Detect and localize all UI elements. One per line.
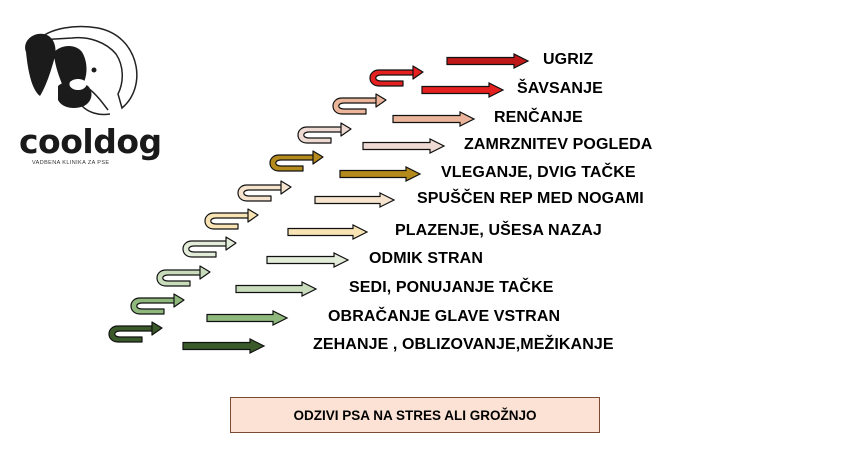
step-label-2: OBRAČANJE GLAVE VSTRAN	[328, 308, 561, 325]
step-arrow-icon-5	[287, 224, 369, 240]
step-label-3: SEDI, PONUJANJE TAČKE	[349, 279, 554, 296]
step-label-10: ŠAVSANJE	[517, 80, 603, 97]
diagram-caption: ODZIVI PSA NA STRES ALI GROŽNJO	[230, 397, 600, 433]
step-label-6: SPUŠČEN REP MED NOGAMI	[417, 190, 644, 207]
step-arrow-icon-7	[339, 166, 422, 182]
step-arrow-icon-11	[446, 53, 530, 69]
step-label-5: PLAZENJE, UŠESA NAZAJ	[395, 222, 602, 239]
dog-head-icon	[25, 25, 138, 116]
step-arrow-icon-9	[392, 111, 476, 127]
curl-arrow-icon-9	[332, 93, 387, 115]
step-label-11: UGRIZ	[543, 51, 594, 68]
brand-tagline: VADBENA KLINIKA ZA PSE	[32, 160, 110, 166]
curl-arrow-icon-5	[204, 208, 259, 230]
step-label-7: VLEGANJE, DVIG TAČKE	[441, 164, 636, 181]
curl-arrow-icon-10	[369, 65, 424, 87]
step-label-1: ZEHANJE , OBLIZOVANJE,MEŽIKANJE	[313, 336, 614, 353]
cooldog-logo: cooldog VADBENA KLINIKA ZA PSE	[12, 22, 162, 172]
brand-name: cooldog	[19, 122, 162, 161]
curl-arrow-icon-1	[108, 321, 163, 343]
curl-arrow-icon-4	[182, 236, 237, 258]
step-label-4: ODMIK STRAN	[369, 250, 483, 267]
curl-arrow-icon-3	[156, 265, 211, 287]
curl-arrow-icon-8	[297, 122, 352, 144]
step-arrow-icon-1	[182, 338, 266, 354]
curl-arrow-icon-7	[269, 150, 324, 172]
step-arrow-icon-2	[206, 310, 289, 326]
step-label-8: ZAMRZNITEV POGLEDA	[464, 136, 653, 153]
step-arrow-icon-8	[362, 138, 446, 154]
step-arrow-icon-3	[235, 281, 318, 297]
step-arrow-icon-10	[421, 82, 505, 98]
curl-arrow-icon-2	[130, 293, 185, 315]
step-arrow-icon-4	[266, 252, 350, 268]
step-label-9: RENČANJE	[494, 109, 583, 126]
step-arrow-icon-6	[314, 192, 396, 208]
curl-arrow-icon-6	[237, 180, 292, 202]
